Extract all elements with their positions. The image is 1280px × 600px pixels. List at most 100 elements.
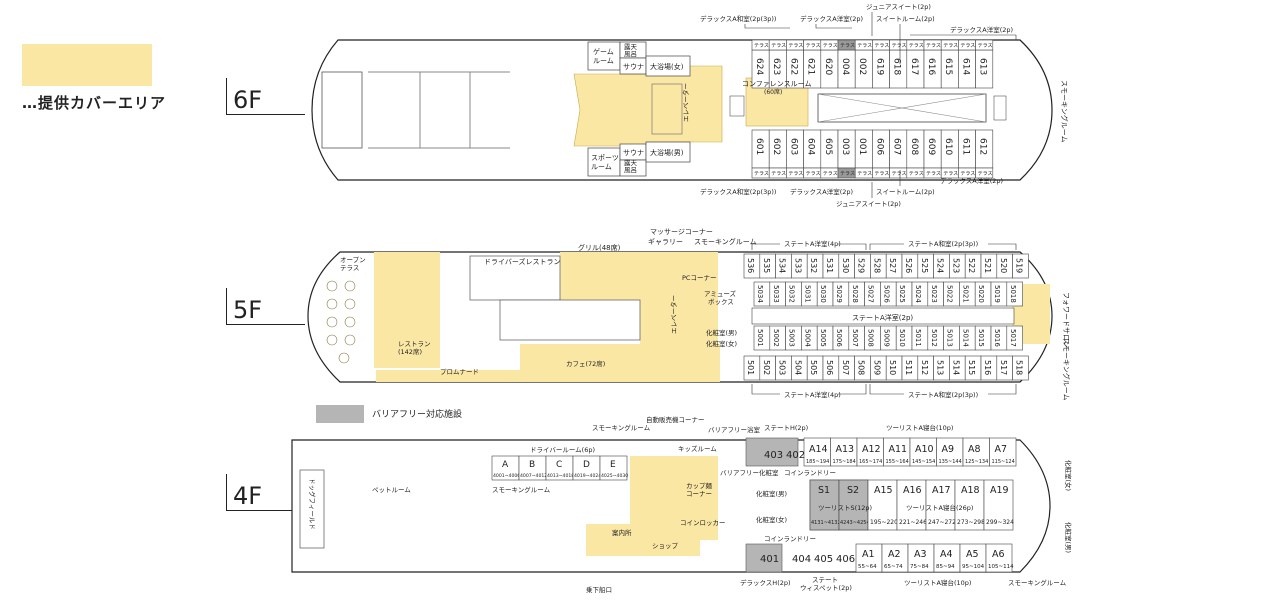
deck-4f-marker (226, 474, 297, 511)
room-number-5f: 5006 (835, 329, 843, 347)
berth-range: 125~134 (965, 459, 988, 465)
tourist-s-name: S1 (818, 485, 830, 496)
room-number-5f: 5030 (819, 285, 827, 303)
smoking-room-4f-bow-label: スモーキングルーム (1008, 578, 1067, 587)
terrace-6f-top (975, 39, 994, 51)
berth-name: A9 (942, 444, 955, 455)
room-number-5f: 5033 (772, 285, 780, 303)
berth-range: 135~144 (939, 459, 962, 465)
callout-6f-dx-w-top: デラックスA洋室(2p) (800, 14, 863, 23)
callout-6f-junior-top: ジュニアスイート(2p) (866, 3, 931, 11)
terrace-label: テラス (943, 43, 958, 49)
berth-range: 247~272 (928, 519, 956, 526)
room-number-6f: 612 (978, 138, 988, 155)
terrace-label: テラス (857, 43, 872, 49)
tourist-a10-top-label: ツーリストA寝台(10p) (886, 423, 953, 432)
room-number-5f: 534 (778, 258, 787, 273)
room-number-6f: 601 (754, 138, 764, 155)
berth-name: A16 (903, 485, 922, 496)
room-number-5f: 5012 (930, 329, 938, 347)
terrace-label: テラス (874, 43, 889, 49)
restroom-male-4f-label: 化粧室(男) (756, 489, 787, 498)
bath-male-label: 大浴場(男) (650, 148, 684, 157)
callout-6f-dx-w2-bottom: デラックスA洋室(2p) (940, 176, 1003, 185)
room-number-6f: 610 (943, 138, 953, 155)
room-number-5f: 518 (1015, 360, 1024, 375)
berth-name: A7 (995, 444, 1008, 455)
room-number-5f: 5032 (788, 285, 796, 303)
smoking-room-4f-top-label: スモーキングルーム (592, 423, 651, 432)
cabin-5f-inner-bottom (1006, 325, 1023, 351)
room-number-6f: 004 (840, 58, 850, 75)
conference-room-label: コンファレンスルーム (742, 80, 811, 88)
callout-5f-state-w4-bottom: ステートA洋室(4p) (784, 390, 841, 399)
room-number-5f: 505 (809, 360, 818, 375)
room-number-5f: 508 (857, 360, 866, 375)
tourist-a-bottom-berth (855, 543, 883, 573)
shop-label: ショップ (652, 542, 679, 550)
berth-range: 105~114 (988, 564, 1014, 570)
terrace-label: テラス (909, 171, 924, 177)
berth-name: A5 (966, 549, 979, 560)
coin-laundry-bottom-label: コインランドリー (764, 535, 816, 543)
tourist-a26-label: ツーリストA寝台(26p) (906, 503, 973, 512)
berth-range: 85~94 (936, 564, 955, 570)
tourist-a-bottom-berth (933, 543, 961, 573)
coverage-legend-label: …提供カバーエリア (22, 94, 167, 112)
driver-room (518, 455, 547, 481)
room-number-6f: 602 (771, 138, 781, 155)
berth-range: 195~220 (870, 519, 898, 526)
room-number-5f: 526 (904, 258, 913, 273)
berth-name: A1 (862, 549, 875, 560)
room-number-5f: 535 (762, 258, 771, 273)
smoking-room-6f-label: スモーキングルーム (1060, 80, 1069, 143)
kids-room-label: キッズルーム (678, 444, 717, 453)
tourist-a-mid-berth (867, 479, 898, 531)
room-number-5f: 528 (872, 258, 881, 273)
room-number-5f: 5011 (914, 329, 922, 347)
restroom-right-male-label: 化粧室(男) (1064, 522, 1073, 553)
room-number-5f: 507 (841, 360, 850, 375)
tourist-a-mid-berth (954, 479, 985, 531)
bath-female-label: 大浴場(女) (650, 62, 684, 71)
room-number-5f: 5015 (977, 329, 985, 347)
dog-field-label: ドッグフィールド (308, 478, 317, 530)
room-number-5f: 5024 (914, 285, 922, 303)
tourist-a-bottom-berth (959, 543, 987, 573)
tourist-a-mid-berth (896, 479, 927, 531)
barrier-free-legend-swatch (316, 405, 364, 423)
terrace-label: テラス (771, 171, 786, 177)
info-desk-label: 案内所 (612, 528, 632, 537)
deluxe-h-label: デラックスH(2p) (740, 578, 791, 587)
room-number-5f: 5010 (898, 329, 906, 347)
berth-range: 299~324 (986, 519, 1014, 526)
deck-6f-plan: テラス624テラス623テラス622テラス621テラス620テラス004テラス0… (311, 3, 1069, 208)
barrier-free-legend-label: バリアフリー対応施設 (372, 410, 463, 420)
room-number-5f: 5004 (803, 329, 811, 347)
room-404: 404 (792, 554, 811, 565)
restaurant-label: レストラン(142席) (398, 340, 431, 356)
room-number-5f: 527 (888, 258, 897, 273)
room-number-5f: 5034 (756, 285, 764, 303)
tourist-s-label: ツーリストS(12p) (818, 504, 872, 512)
room-number-5f: 5008 (867, 329, 875, 347)
deck-4f-plan: A4001~4006B4007~4012C4013~4018D4019~4024… (291, 415, 1073, 594)
conference-capacity-label: (60席) (764, 88, 782, 96)
berth-range: 273~298 (957, 519, 985, 526)
tourist-a-top-berth (962, 437, 990, 467)
room-number-5f: 5003 (788, 329, 796, 347)
terrace-label: テラス (960, 171, 975, 177)
room-number-5f: 501 (746, 360, 755, 375)
state-h-label: ステートH(2p) (764, 424, 808, 432)
berth-name: A15 (874, 485, 893, 496)
callout-5f-state-j-bottom: ステートA和室(2p(3p)) (908, 390, 978, 399)
tourist-s-room (809, 479, 840, 531)
cabin-5f-inner-top (1006, 281, 1023, 307)
room-number-5f: 519 (1015, 258, 1024, 273)
callout-5f-state-w4-top: ステートA洋室(4p) (784, 239, 841, 248)
room-number-5f: 5023 (930, 285, 938, 303)
terrace-label: テラス (823, 43, 838, 49)
room-number-6f: 609 (926, 138, 936, 155)
terrace-label: テラス (943, 171, 958, 177)
